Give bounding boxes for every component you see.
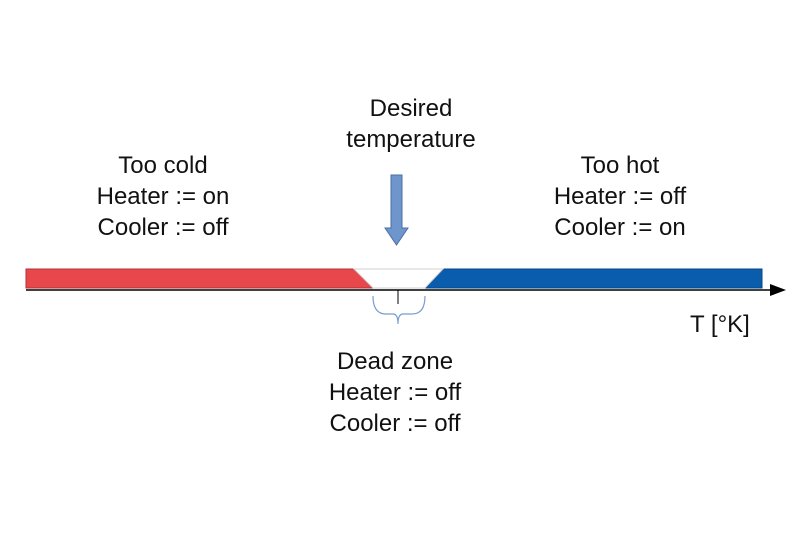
too-cold-label: Too cold Heater := on Cooler := off bbox=[63, 150, 263, 243]
too-hot-label: Too hot Heater := off Cooler := on bbox=[520, 150, 720, 243]
too-hot-heater: Heater := off bbox=[553, 183, 687, 210]
too-cold-cooler: Cooler := off bbox=[97, 214, 229, 241]
too-hot-cooler: Cooler := on bbox=[554, 214, 686, 241]
dead-zone-title: Dead zone bbox=[336, 348, 454, 375]
dead-zone-label: Dead zone Heater := off Cooler := off bbox=[295, 346, 495, 439]
down-arrow-icon bbox=[384, 174, 409, 246]
desired-line2: temperature bbox=[346, 126, 476, 153]
too-cold-heater: Heater := on bbox=[96, 183, 230, 210]
too-cold-title: Too cold bbox=[118, 152, 208, 179]
too-hot-band bbox=[423, 268, 763, 289]
dead-zone-heater: Heater := off bbox=[328, 379, 462, 406]
too-hot-title: Too hot bbox=[580, 152, 660, 179]
dead-zone-brace-icon bbox=[372, 295, 426, 325]
dead-zone-band bbox=[352, 268, 445, 289]
axis-unit-label: T [°K] bbox=[690, 311, 750, 338]
desired-temperature-label: Desired temperature bbox=[311, 93, 511, 155]
dead-zone-cooler: Cooler := off bbox=[329, 410, 461, 437]
too-cold-band bbox=[25, 268, 375, 289]
axis-arrowhead-icon bbox=[770, 284, 786, 296]
desired-line1: Desired bbox=[369, 95, 453, 122]
